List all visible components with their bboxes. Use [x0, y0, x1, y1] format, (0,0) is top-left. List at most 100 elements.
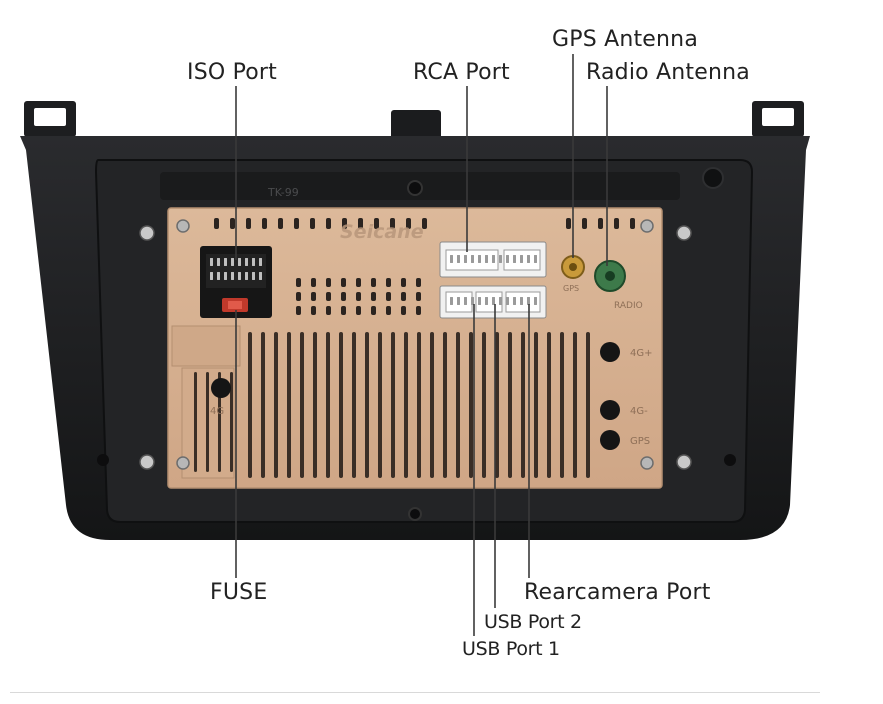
vent-slot: [278, 218, 283, 229]
vent-slot: [356, 306, 361, 315]
vent-slot: [356, 278, 361, 287]
vent-slot: [311, 292, 316, 301]
vent-slot: [386, 306, 391, 315]
vent-slot: [326, 332, 330, 478]
vent-slot: [521, 332, 525, 478]
vent-slot: [371, 306, 376, 315]
vent-slot: [230, 218, 235, 229]
vent-slot: [374, 218, 379, 229]
iso-connector: [200, 246, 272, 318]
vent-slot: [582, 218, 587, 229]
vent-slot: [495, 332, 499, 478]
vent-slot: [406, 218, 411, 229]
radio-jack-label: RADIO: [614, 301, 643, 311]
vent-slot: [586, 332, 590, 478]
vent-slot: [614, 218, 619, 229]
vent-slot: [311, 278, 316, 287]
vent-slot: [262, 218, 267, 229]
label-usb-port-2: USB Port 2: [484, 611, 582, 633]
frame-peg-right: [724, 454, 736, 466]
label-iso-port: ISO Port: [187, 60, 277, 85]
vent-slot: [386, 278, 391, 287]
vent-slot: [341, 306, 346, 315]
label-usb-port-1: USB Port 1: [462, 638, 560, 660]
mid-vent-grid: [296, 278, 421, 315]
vent-slot: [598, 218, 603, 229]
vent-slot: [274, 332, 278, 478]
vent-slot: [456, 332, 460, 478]
vent-slot: [313, 332, 317, 478]
vent-slot: [341, 292, 346, 301]
label-fuse: FUSE: [210, 580, 268, 605]
vent-slot: [326, 218, 331, 229]
vent-slot: [573, 332, 577, 478]
vent-slot: [508, 332, 512, 478]
vent-slot: [248, 332, 252, 478]
vent-slot: [365, 332, 369, 478]
frame-screw-hole-bottom: [408, 507, 422, 521]
vent-slot: [391, 332, 395, 478]
vent-slot: [534, 332, 538, 478]
label-radio-antenna: Radio Antenna: [586, 60, 750, 85]
vent-slot: [416, 306, 421, 315]
vent-slot: [341, 278, 346, 287]
vent-slot: [339, 332, 343, 478]
leader-lines: [235, 54, 608, 636]
vent-slot: [311, 306, 316, 315]
vent-slot: [296, 306, 301, 315]
rear-panel: Seicane TK-99: [139, 186, 692, 489]
vent-slot: [342, 218, 347, 229]
vent-slot: [401, 306, 406, 315]
tall-vent-grid: [194, 332, 590, 478]
panel-screws: [139, 219, 692, 470]
vent-slot: [443, 332, 447, 478]
vent-slot: [482, 332, 486, 478]
model-code-marking: TK-99: [267, 186, 299, 199]
brand-marking: Seicane: [340, 221, 424, 243]
vent-slot: [430, 332, 434, 478]
radio-antenna-jack: RADIO: [594, 260, 643, 311]
vent-slot: [261, 332, 265, 478]
side-jacks: 4G+ 4G- GPS 4G: [210, 342, 653, 450]
vent-slot: [371, 292, 376, 301]
vent-slot: [356, 292, 361, 301]
label-gps-antenna: GPS Antenna: [552, 27, 698, 52]
vent-slot: [326, 292, 331, 301]
vent-slot: [401, 292, 406, 301]
vent-slot: [386, 292, 391, 301]
vent-slot: [300, 332, 304, 478]
vent-slot: [214, 218, 219, 229]
top-clip: [391, 110, 441, 144]
gps-jack-label: GPS: [563, 284, 579, 293]
top-vent-row: [214, 218, 635, 229]
vent-slot: [404, 332, 408, 478]
jack-4g-plus-label: 4G+: [630, 348, 653, 359]
side-4g-label: 4G: [210, 406, 224, 417]
vent-slot: [547, 332, 551, 478]
vent-slot: [422, 218, 427, 229]
vent-slot: [560, 332, 564, 478]
vent-slot: [296, 278, 301, 287]
vent-slot: [230, 372, 233, 472]
vent-slot: [630, 218, 635, 229]
vent-slot: [401, 278, 406, 287]
vent-slot: [296, 292, 301, 301]
frame-peg-left: [97, 454, 109, 466]
gps-antenna-jack: GPS: [561, 255, 585, 293]
vent-slot: [378, 332, 382, 478]
vent-slot: [417, 332, 421, 478]
vent-slot: [206, 372, 209, 472]
vent-slot: [352, 332, 356, 478]
vent-slot: [566, 218, 571, 229]
vent-slot: [416, 278, 421, 287]
vent-slot: [246, 218, 251, 229]
vent-slot: [371, 278, 376, 287]
vent-slot: [287, 332, 291, 478]
vent-slot: [310, 218, 315, 229]
label-rearcamera-port: Rearcamera Port: [524, 580, 711, 605]
label-rca-port: RCA Port: [413, 60, 510, 85]
footer-divider: [10, 692, 820, 693]
vent-slot: [326, 278, 331, 287]
